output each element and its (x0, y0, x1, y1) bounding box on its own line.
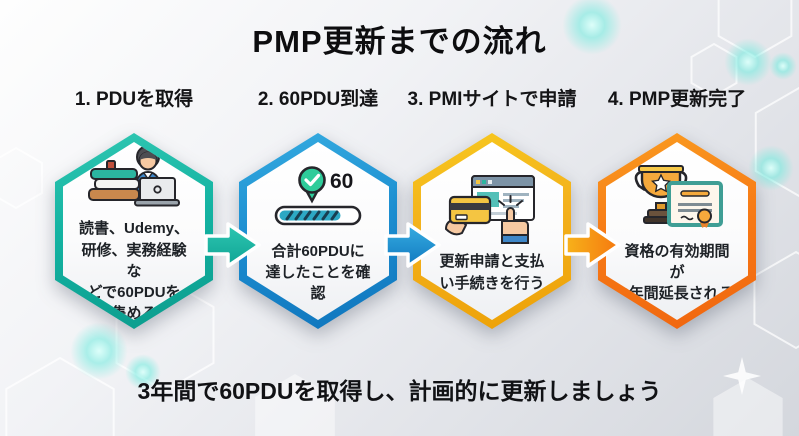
flow-arrow-icon-1 (204, 222, 261, 268)
step-4-description: 資格の有効期間が 3年間延長される (620, 242, 734, 303)
step-3-column: 3. PMIサイトで申請 (399, 84, 585, 329)
trophy-certificate-icon (627, 162, 727, 236)
step-3-description: 更新申請と支払 い手続きを行う (439, 253, 545, 292)
step-2-label: 2. 60PDU到達 (257, 89, 379, 110)
step-1-description: 読書、Udemy、 研修、実務経験な どで60PDUを 集める (78, 220, 190, 323)
step-3-hexagon: 更新申請と支払 い手続きを行う (413, 133, 571, 329)
credit-card-click-icon (442, 172, 542, 246)
flow-arrow-icon-3 (564, 222, 621, 268)
step-1-label: 1. PDUを取得 (74, 89, 194, 110)
flow-arrow-icon-2 (384, 222, 441, 268)
step-2-description: 合計60PDUに 達したことを確認 (265, 242, 371, 303)
pdu-count-label: 60 (330, 170, 353, 193)
step-1-hexagon: 読書、Udemy、 研修、実務経験な どで60PDUを 集める (55, 133, 213, 329)
step-2-hexagon: 60 合計60PDUに 達したことを確認 (239, 133, 397, 329)
step-3-label: 3. PMIサイトで申請 (407, 89, 577, 110)
page-title: PMP更新までの流れ (252, 24, 547, 59)
step-4-column: 4. PMP更新完了 (584, 84, 770, 329)
step-4-label: 4. PMP更新完了 (607, 89, 747, 110)
step-4-hexagon: 資格の有効期間が 3年間延長される (598, 133, 756, 329)
step-1-column: 1. PDUを取得 (41, 84, 227, 329)
progress-bar-60-icon: 60 (268, 162, 368, 236)
step-2-column: 2. 60PDU到達 60 (225, 84, 411, 329)
footer-message: 3年間で60PDUを取得し、計画的に更新しましょう (137, 378, 662, 404)
person-laptop-books-icon (84, 142, 184, 213)
